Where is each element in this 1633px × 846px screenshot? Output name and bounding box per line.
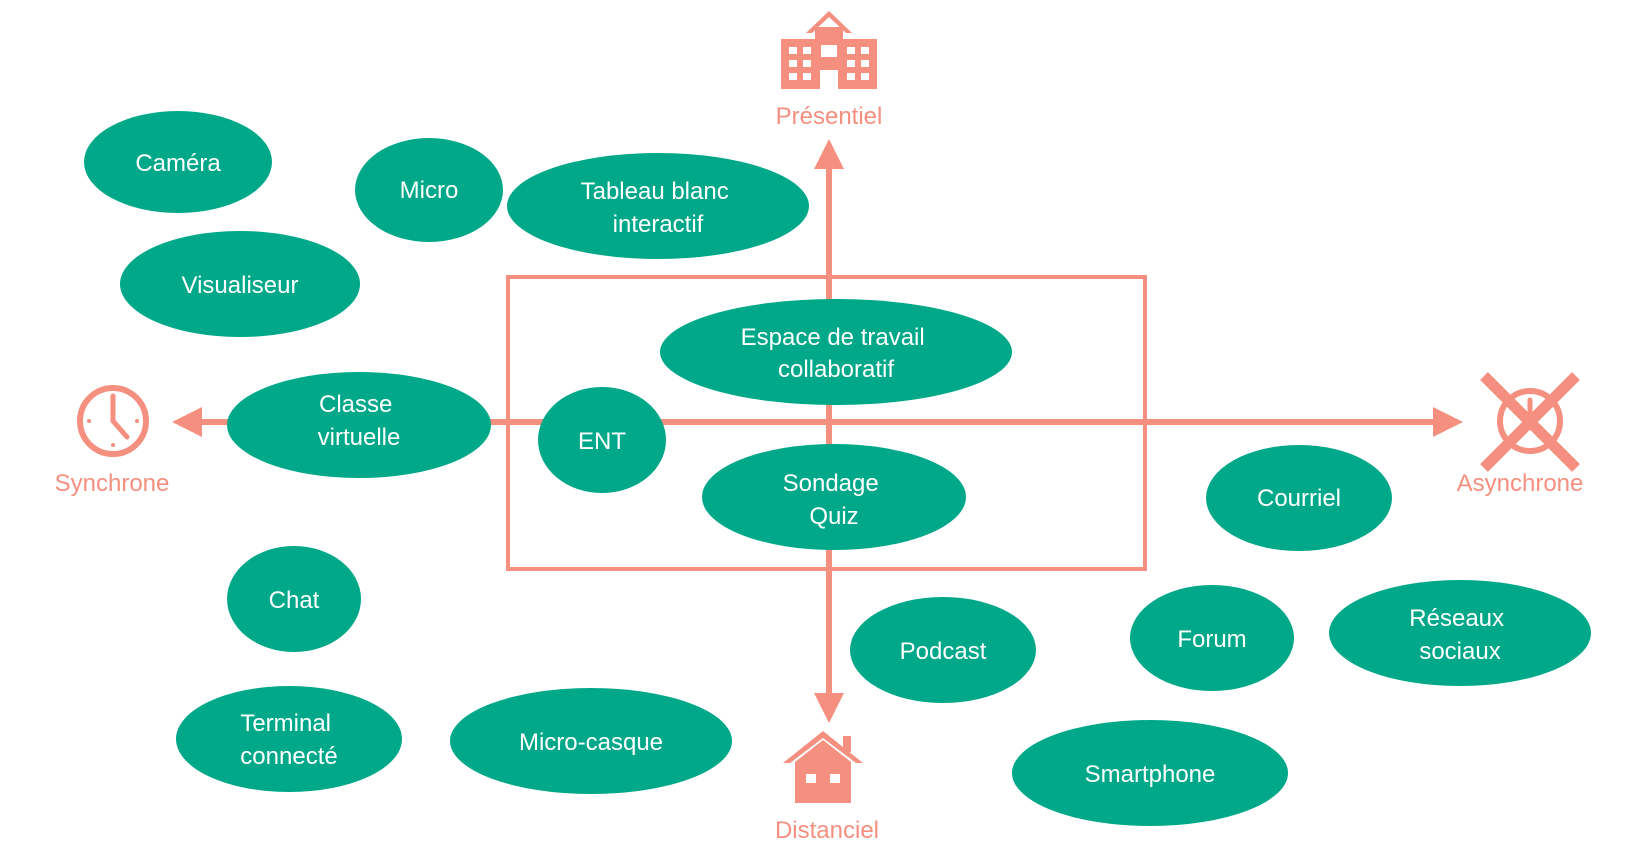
node-reseaux-sociaux: Réseaux sociaux <box>1329 580 1591 686</box>
svg-text:ENT: ENT <box>578 428 626 455</box>
svg-text:Chat: Chat <box>269 587 320 614</box>
svg-text:Courriel: Courriel <box>1257 485 1341 512</box>
node-tableau-blanc: Tableau blanc interactif <box>507 153 809 259</box>
node-terminal-connecte: Terminal connecté <box>176 686 402 792</box>
house-icon <box>783 731 863 803</box>
svg-text:Caméra: Caméra <box>135 150 221 177</box>
node-sondage-quiz-line-2: Quiz <box>809 503 858 530</box>
node-micro: Micro <box>355 138 503 242</box>
node-podcast: Podcast <box>850 597 1036 703</box>
svg-text:Classe virtuelle: Classe virtuelle <box>318 391 401 451</box>
axis-label-top: Présentiel <box>776 103 883 130</box>
axis-label-left: Synchrone <box>55 470 170 497</box>
svg-text:Visualiseur: Visualiseur <box>182 272 299 299</box>
node-visualiseur: Visualiseur <box>120 231 360 337</box>
node-reseaux-sociaux-line-2: sociaux <box>1419 638 1500 665</box>
node-forum: Forum <box>1130 585 1294 691</box>
school-building-icon <box>781 11 877 89</box>
node-terminal-connecte-line-1: Terminal <box>240 710 331 737</box>
svg-text:Terminal connecté: Terminal connecté <box>240 710 337 770</box>
node-sondage-quiz: Sondage Quiz <box>702 444 966 550</box>
node-tableau-blanc-line-2: interactif <box>613 211 704 238</box>
node-smartphone-line-1: Smartphone <box>1085 761 1216 788</box>
node-terminal-connecte-line-2: connecté <box>240 743 337 770</box>
node-chat-line-1: Chat <box>269 587 320 614</box>
svg-text:Micro: Micro <box>400 177 459 204</box>
svg-text:Podcast: Podcast <box>900 638 987 665</box>
node-espace-travail-line-2: collaboratif <box>778 356 894 383</box>
node-espace-travail-line-1: Espace de travail <box>741 324 925 351</box>
nodes-layer: Caméra Micro Tableau blanc interactif Vi… <box>84 111 1591 826</box>
svg-text:Tableau blanc interact: Tableau blanc interactif <box>581 178 736 238</box>
node-sondage-quiz-line-1: Sondage <box>783 470 879 497</box>
node-courriel-line-1: Courriel <box>1257 485 1341 512</box>
node-ent-line-1: ENT <box>578 428 626 455</box>
svg-text:Micro-casque: Micro-casque <box>519 729 663 756</box>
node-classe-virtuelle: Classe virtuelle <box>227 372 491 478</box>
svg-text:Réseaux sociaux: Réseaux sociaux <box>1409 605 1510 665</box>
node-camera-line-1: Caméra <box>135 150 221 177</box>
axis-label-bottom: Distanciel <box>775 817 879 844</box>
svg-text:Espace de travail coll: Espace de travail collaboratif <box>741 324 932 383</box>
node-visualiseur-line-1: Visualiseur <box>182 272 299 299</box>
node-classe-virtuelle-line-1: Classe <box>319 391 392 418</box>
node-reseaux-sociaux-line-1: Réseaux <box>1409 605 1504 632</box>
svg-text:Forum: Forum <box>1177 626 1246 653</box>
svg-text:Smartphone: Smartphone <box>1085 761 1216 788</box>
svg-text:Sondage Quiz: Sondage Quiz <box>783 470 886 530</box>
clock-icon <box>77 385 149 457</box>
crossed-out-clock-icon <box>1480 372 1580 472</box>
node-chat: Chat <box>227 546 361 652</box>
node-micro-casque-line-1: Micro-casque <box>519 729 663 756</box>
node-classe-virtuelle-line-2: virtuelle <box>318 424 401 451</box>
node-smartphone: Smartphone <box>1012 720 1288 826</box>
node-courriel: Courriel <box>1206 445 1392 551</box>
node-micro-line-1: Micro <box>400 177 459 204</box>
node-ent: ENT <box>538 387 666 493</box>
node-tableau-blanc-line-1: Tableau blanc <box>581 178 729 205</box>
node-micro-casque: Micro-casque <box>450 688 732 794</box>
node-podcast-line-1: Podcast <box>900 638 987 665</box>
node-espace-travail: Espace de travail collaboratif <box>660 299 1012 405</box>
node-forum-line-1: Forum <box>1177 626 1246 653</box>
axis-label-right: Asynchrone <box>1457 470 1584 497</box>
node-camera: Caméra <box>84 111 272 213</box>
